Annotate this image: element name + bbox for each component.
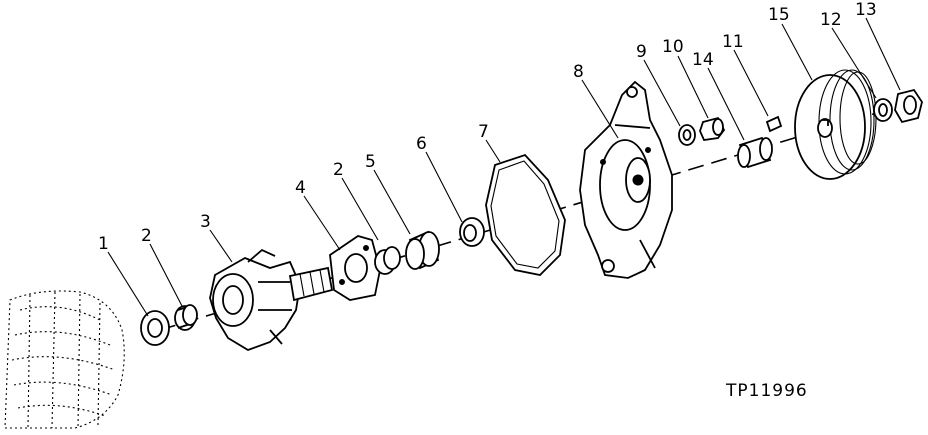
part-15-pulley	[794, 69, 877, 180]
part-7-gasket	[485, 153, 566, 276]
callout-12: 12	[820, 10, 842, 30]
callout-2b: 2	[333, 160, 344, 180]
part-12-lockwasher	[873, 98, 893, 122]
part-4-plate	[329, 235, 381, 301]
callout-9: 9	[636, 42, 647, 62]
leader-lines	[107, 17, 901, 317]
callout-7: 7	[478, 122, 489, 142]
callout-2a: 2	[141, 226, 152, 246]
callout-10: 10	[662, 37, 684, 57]
callout-3: 3	[200, 212, 211, 232]
callout-13: 13	[855, 0, 877, 20]
callout-14: 14	[692, 50, 714, 70]
part-9-washer	[678, 124, 696, 146]
part-2-spacer	[174, 304, 198, 331]
part-11-key	[765, 115, 783, 133]
callout-6: 6	[416, 134, 427, 154]
part-3-impeller	[209, 248, 334, 351]
part-10-nut	[699, 116, 726, 141]
callouts: 1 2 3 4 2 5 6 7 8 9 10 14 11 15 12 13	[98, 0, 877, 254]
callout-4: 4	[295, 178, 306, 198]
figure-id: TP11996	[725, 381, 808, 401]
part-6-seal	[459, 217, 485, 247]
part-5-bushing	[405, 230, 440, 270]
callout-5: 5	[365, 152, 376, 172]
callout-15: 15	[768, 5, 790, 25]
callout-1: 1	[98, 234, 109, 254]
part-14-sleeve	[737, 136, 773, 169]
part-13-nut	[894, 88, 923, 124]
callout-11: 11	[722, 32, 744, 52]
part-2b-spacer	[374, 246, 401, 275]
part-1-washer	[140, 310, 170, 346]
dotted-fan-outline	[4, 290, 125, 429]
callout-8: 8	[573, 62, 584, 82]
part-8-housing	[579, 80, 673, 279]
